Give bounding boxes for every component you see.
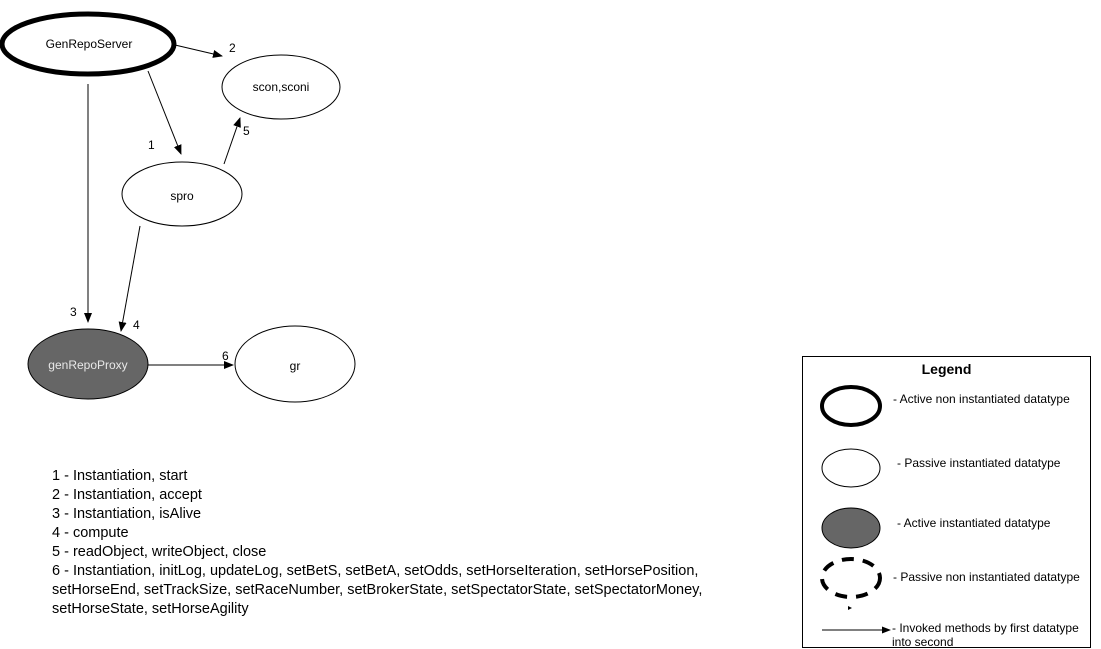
node-genrepoproxy: genRepoProxy	[27, 328, 149, 400]
legend-text-active-instantiated: - Active instantiated datatype	[897, 516, 1051, 530]
edge-genreposerver-spro	[147, 70, 182, 155]
legend-symbol-active-non-instantiated	[820, 385, 882, 427]
edge-label-3: 3	[70, 305, 77, 319]
node-gr-label: gr	[290, 359, 301, 373]
edge-genreposerver-scon	[174, 44, 223, 58]
edge-spro-scon	[223, 117, 241, 165]
edge-label-2: 2	[229, 41, 236, 55]
edge-label-5: 5	[243, 124, 250, 138]
edge-label-4: 4	[133, 318, 140, 332]
legend-text-invoked-methods: - Invoked methods by first datatype into…	[892, 621, 1079, 649]
node-scon: scon,sconi	[221, 54, 341, 120]
node-gr: gr	[234, 325, 356, 403]
node-genreposerver-label: GenRepoServer	[46, 37, 133, 51]
note-4: 4 - compute	[52, 525, 129, 541]
legend-text-active-non-instantiated: - Active non instantiated datatype	[893, 392, 1070, 406]
node-genreposerver: GenRepoServer	[0, 11, 177, 77]
note-1: 1 - Instantiation, start	[52, 468, 188, 484]
legend-symbol-small-marker	[848, 606, 852, 610]
node-spro-label: spro	[170, 189, 194, 203]
legend-title: Legend	[921, 361, 972, 377]
edge-label-6: 6	[222, 349, 229, 363]
node-scon-label: scon,sconi	[253, 80, 310, 94]
note-3: 3 - Instantiation, isAlive	[52, 506, 202, 522]
note-2: 2 - Instantiation, accept	[52, 487, 202, 503]
node-genrepoproxy-label: genRepoProxy	[48, 358, 127, 372]
node-spro: spro	[121, 161, 243, 227]
legend-text-passive-non-instantiated: - Passive non instantiated datatype	[893, 570, 1080, 584]
edge-label-1: 1	[148, 138, 155, 152]
legend-box: Legend - Active non instantiated datatyp…	[802, 356, 1091, 649]
legend-symbol-passive-non-instantiated	[820, 557, 882, 599]
note-5: 5 - readObject, writeObject, close	[52, 544, 267, 560]
legend-symbols	[820, 385, 891, 634]
method-notes: 1 - Instantiation, start 2 - Instantiati…	[44, 467, 774, 619]
legend-text-passive-instantiated: - Passive instantiated datatype	[897, 456, 1061, 470]
note-6: 6 - Instantiation, initLog, updateLog, s…	[52, 563, 703, 617]
legend-symbol-passive-instantiated	[821, 448, 881, 488]
edge-spro-genrepoproxy	[118, 225, 141, 332]
legend-symbol-active-instantiated	[821, 507, 881, 549]
